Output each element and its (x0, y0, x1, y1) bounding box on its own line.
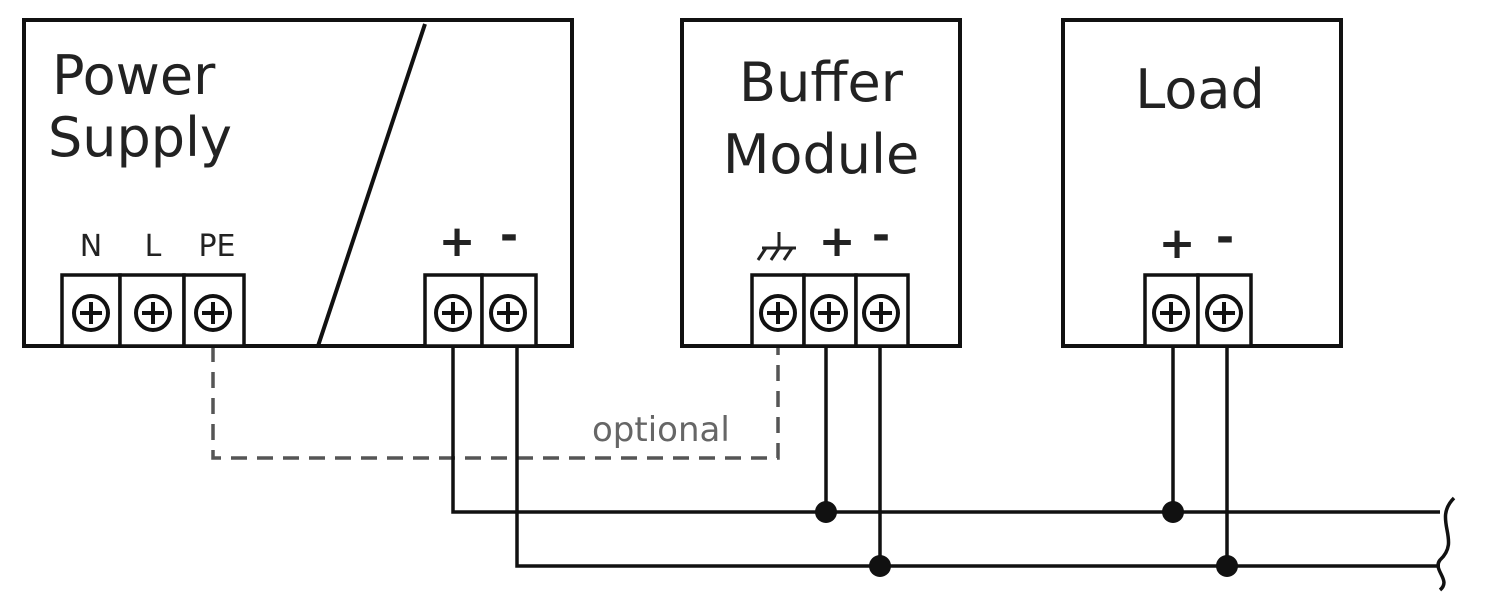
terminal-label-n: N (80, 229, 102, 264)
ps-input-terminal-block (60, 273, 246, 348)
junctions (815, 501, 1238, 577)
junction-dot (815, 501, 837, 523)
screw-terminal-icon (72, 294, 110, 332)
screw-terminal-icon (194, 294, 232, 332)
buffer-terminal-block (750, 273, 910, 348)
terminal-label-l: L (145, 229, 162, 264)
screw-terminal-icon (1152, 294, 1190, 332)
buffer-module-title-1: Buffer (739, 51, 904, 114)
ps-output-terminal-block (423, 273, 538, 348)
load-minus-label: - (1216, 212, 1234, 263)
chassis-ground-icon (756, 232, 796, 261)
screw-terminal-icon (862, 294, 900, 332)
screw-terminal-icon (489, 294, 527, 332)
power-supply-title-2: Supply (48, 106, 232, 169)
load-plus-label: + (1159, 218, 1196, 269)
junction-dot (1162, 501, 1184, 523)
screw-terminal-icon (759, 294, 797, 332)
load-title: Load (1135, 58, 1265, 121)
power-supply-title-1: Power (52, 44, 216, 107)
ps-plus-label: + (439, 216, 476, 267)
junction-dot (1216, 555, 1238, 577)
buffer-plus-label: + (819, 216, 856, 267)
load-terminal-block (1143, 273, 1253, 348)
ps-minus-label: - (500, 210, 518, 261)
buffer-module-title-2: Module (723, 123, 919, 186)
wire-break-symbol (1436, 496, 1456, 592)
separator-slash (316, 23, 427, 347)
screw-terminal-icon (134, 294, 172, 332)
minus-bus-wire (515, 346, 1440, 568)
plus-bus-wire (451, 346, 1440, 514)
wires (211, 346, 1456, 592)
optional-label: optional (592, 410, 730, 450)
screw-terminal-icon (810, 294, 848, 332)
junction-dot (869, 555, 891, 577)
terminal-label-pe: PE (198, 229, 235, 264)
buffer-minus-label: - (872, 210, 890, 261)
screw-terminal-icon (1205, 294, 1243, 332)
screw-terminal-icon (434, 294, 472, 332)
optional-pe-wire (211, 346, 780, 460)
